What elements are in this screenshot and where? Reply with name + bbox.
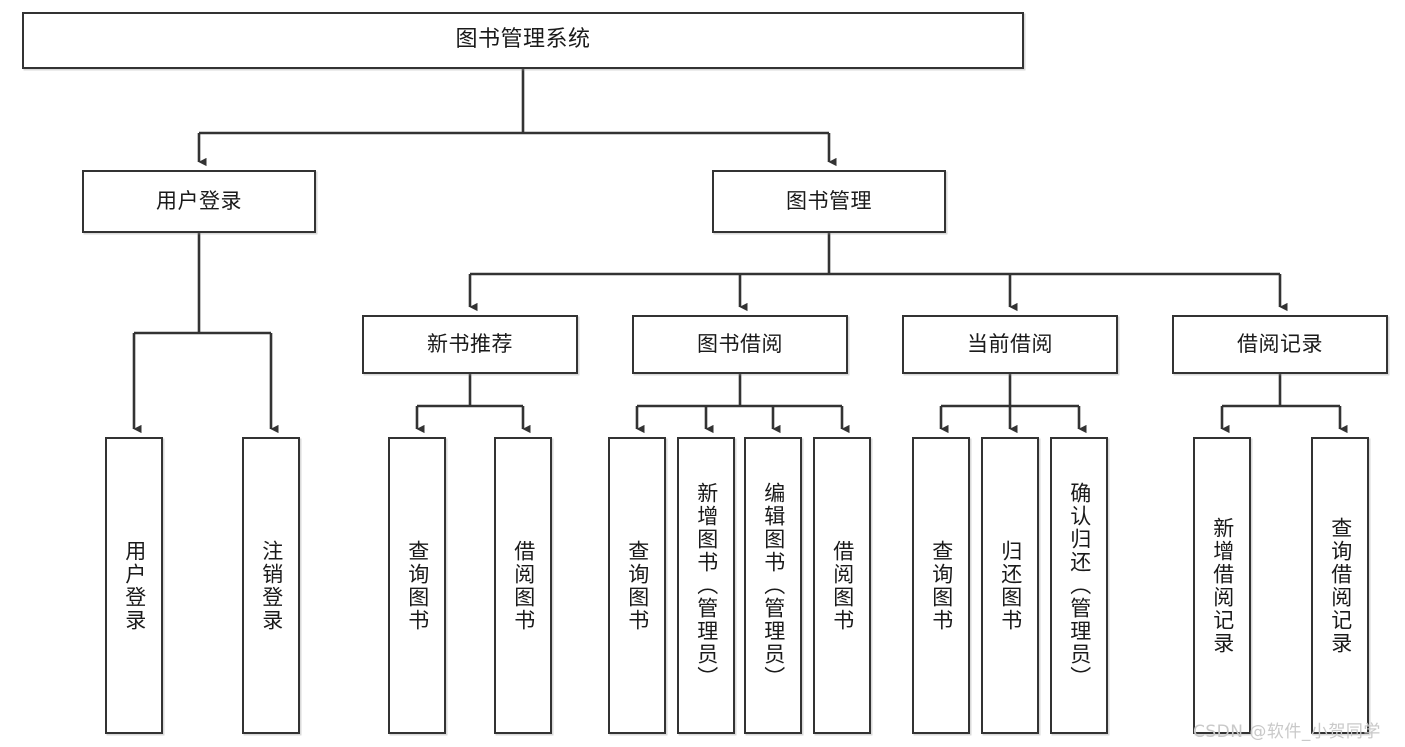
leaf-cb-query-book[interactable]: 查询图书 — [912, 437, 970, 734]
node-label: 新书推荐 — [427, 331, 513, 356]
node-book-borrow[interactable]: 图书借阅 — [632, 315, 848, 374]
leaf-bb-edit-book-admin[interactable]: 编辑图书（管理员） — [744, 437, 802, 734]
node-label: 归还图书 — [998, 539, 1023, 632]
node-root-book-management-system[interactable]: 图书管理系统 — [22, 12, 1024, 69]
leaf-cb-confirm-return-admin[interactable]: 确认归还（管理员） — [1050, 437, 1108, 734]
node-label: 借阅图书 — [830, 539, 855, 632]
leaf-nbr-query-book[interactable]: 查询图书 — [388, 437, 446, 734]
leaf-logout[interactable]: 注销登录 — [242, 437, 300, 734]
node-label: 图书借阅 — [697, 331, 783, 356]
leaf-br-add-record[interactable]: 新增借阅记录 — [1193, 437, 1251, 734]
leaf-br-query-record[interactable]: 查询借阅记录 — [1311, 437, 1369, 734]
leaf-bb-query-book[interactable]: 查询图书 — [608, 437, 666, 734]
node-label: 查询图书 — [405, 539, 430, 632]
node-label: 查询图书 — [929, 539, 954, 632]
node-current-borrow[interactable]: 当前借阅 — [902, 315, 1118, 374]
node-label: 借阅记录 — [1237, 331, 1323, 356]
node-user-login[interactable]: 用户登录 — [82, 170, 316, 233]
leaf-cb-return-book[interactable]: 归还图书 — [981, 437, 1039, 734]
node-borrow-records[interactable]: 借阅记录 — [1172, 315, 1388, 374]
node-label: 用户登录 — [122, 539, 147, 632]
node-label: 新增借阅记录 — [1210, 516, 1235, 655]
leaf-bb-borrow-book[interactable]: 借阅图书 — [813, 437, 871, 734]
leaf-bb-add-book-admin[interactable]: 新增图书（管理员） — [677, 437, 735, 734]
node-new-book-recommend[interactable]: 新书推荐 — [362, 315, 578, 374]
node-label: 图书管理 — [786, 188, 872, 213]
node-book-management[interactable]: 图书管理 — [712, 170, 946, 233]
node-label: 查询图书 — [625, 539, 650, 632]
node-label: 当前借阅 — [967, 331, 1053, 356]
node-label: 图书管理系统 — [455, 27, 591, 53]
node-label: 新增图书（管理员） — [694, 482, 719, 689]
node-label: 编辑图书（管理员） — [761, 482, 786, 689]
node-label: 借阅图书 — [511, 539, 536, 632]
node-label: 用户登录 — [156, 188, 242, 213]
node-label: 注销登录 — [259, 539, 284, 632]
node-label: 确认归还（管理员） — [1067, 482, 1092, 689]
node-label: 查询借阅记录 — [1328, 516, 1353, 655]
leaf-nbr-borrow-book[interactable]: 借阅图书 — [494, 437, 552, 734]
leaf-user-login[interactable]: 用户登录 — [105, 437, 163, 734]
